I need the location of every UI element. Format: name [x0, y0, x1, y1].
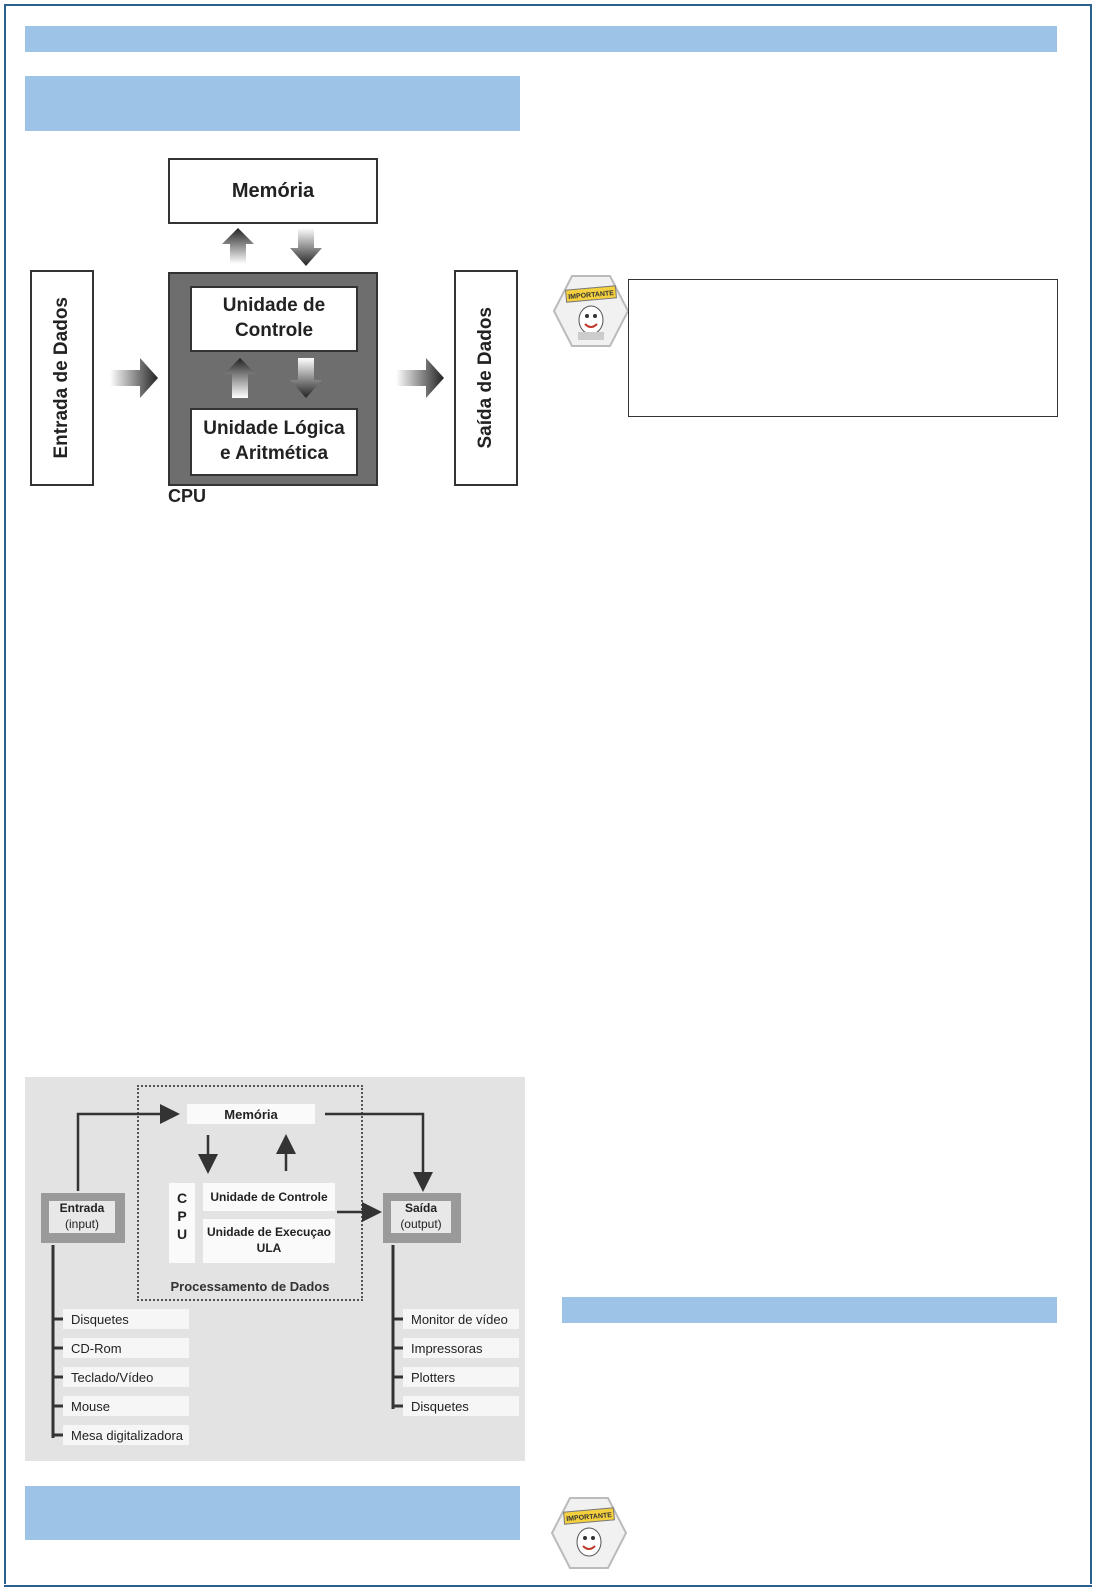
important-badge-icon: IMPORTANTE [550, 1496, 628, 1570]
important-note-box [628, 279, 1058, 417]
output-box: Saída de Dados [454, 270, 518, 486]
d2-memory-label: Memória [224, 1107, 277, 1122]
output-label: Saída de Dados [475, 307, 497, 449]
output-device-item: Monitor de vídeo [403, 1309, 519, 1329]
memory-label: Memória [232, 180, 314, 203]
d2-execution-unit-label: Unidade de Execuçao ULA [207, 1225, 331, 1256]
section-heading-bar-3 [25, 1486, 520, 1540]
d2-cpu-letters: C P U [169, 1183, 195, 1263]
section-heading-bar-1 [25, 76, 520, 131]
input-label: Entrada de Dados [51, 297, 73, 459]
d2-input-inner: Entrada (input) [49, 1201, 115, 1233]
d2-output-sub: (output) [391, 1217, 451, 1233]
d2-input-title: Entrada [49, 1201, 115, 1217]
d2-control-unit-label: Unidade de Controle [210, 1190, 327, 1204]
d2-output-title: Saída [391, 1201, 451, 1217]
input-device-item: Teclado/Vídeo [63, 1367, 189, 1387]
control-unit-box: Unidade de Controle [190, 286, 358, 352]
memory-box: Memória [168, 158, 378, 224]
important-badge-icon: IMPORTANTE [552, 274, 630, 348]
output-device-item: Plotters [403, 1367, 519, 1387]
output-device-item: Disquetes [403, 1396, 519, 1416]
alu-label: Unidade Lógica e Aritmética [203, 417, 344, 466]
input-arrow [110, 358, 160, 402]
input-device-item: CD-Rom [63, 1338, 189, 1358]
d2-processing-label: Processamento de Dados [137, 1279, 363, 1294]
d2-control-unit-box: Unidade de Controle [203, 1183, 335, 1211]
memory-arrows [222, 228, 332, 272]
top-header-bar [25, 26, 1057, 52]
page-bottom-line [4, 1585, 1092, 1587]
d2-output-inner: Saída (output) [391, 1201, 451, 1233]
d2-execution-unit-box: Unidade de Execuçao ULA [203, 1219, 335, 1263]
cpu-label: CPU [168, 486, 206, 507]
data-processing-diagram: Memória C P U Unidade de Controle Unidad… [25, 1077, 525, 1461]
section-heading-bar-2 [562, 1297, 1057, 1323]
control-unit-label: Unidade de Controle [223, 294, 325, 343]
input-box: Entrada de Dados [30, 270, 94, 486]
d2-input-box: Entrada (input) [41, 1193, 125, 1243]
input-device-item: Disquetes [63, 1309, 189, 1329]
d2-memory-box: Memória [187, 1104, 315, 1124]
cpu-internal-arrows [224, 358, 334, 402]
d2-output-box: Saída (output) [383, 1193, 461, 1243]
alu-box: Unidade Lógica e Aritmética [190, 408, 358, 476]
output-arrow [396, 358, 446, 402]
input-device-item: Mouse [63, 1396, 189, 1416]
output-device-item: Impressoras [403, 1338, 519, 1358]
input-device-item: Mesa digitalizadora [63, 1425, 189, 1445]
d2-input-sub: (input) [49, 1217, 115, 1233]
